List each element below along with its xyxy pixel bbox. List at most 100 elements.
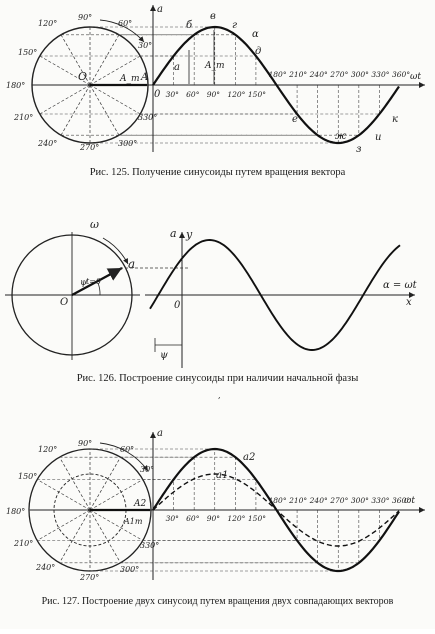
- x-axis-label: ωt: [410, 72, 421, 82]
- point-label: е: [292, 114, 298, 125]
- label: a2: [243, 452, 255, 463]
- x-tick-label: 180°: [269, 496, 287, 505]
- rotation-arrow: [102, 237, 129, 265]
- stray-mark: ,: [218, 391, 221, 400]
- figure-127-labels: 90°60°30°120°150°180°210°240°270°300°330…: [6, 428, 415, 582]
- point-label: д: [255, 46, 261, 57]
- angle-label: 120°: [38, 19, 57, 28]
- label: ψ: [80, 278, 88, 288]
- label: a: [170, 227, 177, 240]
- angle-label: 150°: [18, 472, 37, 481]
- label: x: [406, 297, 412, 308]
- sine-curve-a1: [152, 473, 400, 547]
- label: α = ωt: [383, 280, 418, 291]
- x-tick-label: 210°: [288, 70, 307, 79]
- angle-label: 180°: [6, 507, 25, 516]
- figure-127: 90°60°30°120°150°180°210°240°270°300°330…: [6, 428, 425, 582]
- y-axis-label: a: [157, 4, 163, 15]
- x-axis-label: ωt: [404, 496, 415, 506]
- x-tick-label: 270°: [329, 70, 348, 79]
- x-tick-label: 330°: [371, 496, 389, 505]
- angle-label: 330°: [138, 113, 157, 122]
- caption-fig126: Рис. 126. Построение синусоиды при налич…: [76, 373, 359, 384]
- angle-label: 240°: [37, 139, 57, 148]
- angle-label: 210°: [13, 113, 33, 122]
- label: y: [185, 228, 193, 241]
- x-tick-label: 300°: [351, 496, 369, 505]
- x-tick-label: 150°: [248, 90, 266, 99]
- x-tick-label: 120°: [227, 514, 245, 523]
- x-tick-label: 360°: [392, 70, 410, 79]
- x-tick-label: 240°: [309, 496, 328, 505]
- point-label: a: [174, 62, 180, 73]
- angle-label: 300°: [118, 139, 137, 148]
- x-tick-label: 60°: [186, 90, 200, 99]
- label: O: [60, 297, 68, 308]
- figure-125: 90°60°30°120°150°180°210°240°270°300°330…: [6, 4, 425, 155]
- point-label: A_m: [119, 74, 140, 84]
- label: t=0: [86, 277, 101, 286]
- phase-arc: [97, 282, 101, 296]
- angle-label: 30°: [138, 41, 152, 50]
- x-tick-label: 300°: [351, 70, 369, 79]
- angle-label: 300°: [120, 565, 139, 574]
- label: ψ: [160, 350, 168, 361]
- point-label: ж: [335, 131, 347, 142]
- label: A1m: [123, 517, 143, 526]
- x-tick-label: 270°: [329, 496, 348, 505]
- point-label: и: [375, 132, 381, 143]
- point-label: б: [186, 20, 193, 31]
- angle-label: 90°: [78, 13, 92, 22]
- point-label: г: [232, 20, 237, 31]
- y-axis-label: a: [157, 428, 163, 439]
- label: 0: [174, 300, 181, 311]
- angle-label: 180°: [6, 81, 25, 90]
- angle-label: 120°: [38, 445, 57, 454]
- angle-label: 150°: [18, 48, 37, 57]
- rotation-arrow: [99, 19, 145, 43]
- x-tick-label: 330°: [371, 70, 389, 79]
- angle-label: 210°: [13, 539, 33, 548]
- point-label: O: [78, 70, 87, 83]
- x-tick-label: 180°: [269, 70, 287, 79]
- caption-fig127: Рис. 127. Построение двух синусоид путем…: [41, 596, 394, 607]
- angle-label: 90°: [78, 439, 92, 448]
- angle-label: 270°: [79, 573, 99, 582]
- angle-label: 240°: [35, 563, 55, 572]
- point-label: α: [252, 29, 259, 40]
- x-tick-label: 240°: [309, 70, 328, 79]
- x-tick-label: 90°: [207, 514, 221, 523]
- angle-label: 60°: [120, 445, 134, 454]
- x-tick-label: 60°: [186, 514, 200, 523]
- sine-curve: [152, 25, 400, 145]
- x-tick-label: 210°: [288, 496, 307, 505]
- point-label: 0: [154, 89, 161, 100]
- label: A2: [133, 499, 146, 509]
- point-label: A_m: [204, 61, 225, 71]
- caption-fig125: Рис. 125. Получение синусоиды путем вращ…: [89, 167, 346, 178]
- angle-label: 60°: [118, 19, 132, 28]
- x-tick-label: 90°: [207, 90, 221, 99]
- x-tick-label: 30°: [166, 90, 180, 99]
- angle-label: 330°: [140, 541, 159, 550]
- figure-125-labels: 90°60°30°120°150°180°210°240°270°300°330…: [6, 4, 421, 155]
- label: a1: [216, 470, 228, 481]
- point-label: з: [356, 144, 361, 155]
- sine-curve: [149, 239, 401, 351]
- initial-phase-vector: [71, 266, 123, 297]
- angle-label: 270°: [79, 143, 99, 152]
- x-tick-label: 120°: [227, 90, 245, 99]
- x-tick-label: 360°: [392, 496, 410, 505]
- angle-label: 30°: [140, 465, 154, 474]
- x-tick-label: 30°: [166, 514, 180, 523]
- label: ω: [90, 218, 99, 231]
- label: a: [128, 257, 135, 271]
- point-label: A: [140, 72, 148, 83]
- x-tick-label: 150°: [248, 514, 266, 523]
- point-label: в: [210, 11, 216, 22]
- rotation-arrow: [99, 442, 149, 472]
- point-label: к: [392, 114, 398, 125]
